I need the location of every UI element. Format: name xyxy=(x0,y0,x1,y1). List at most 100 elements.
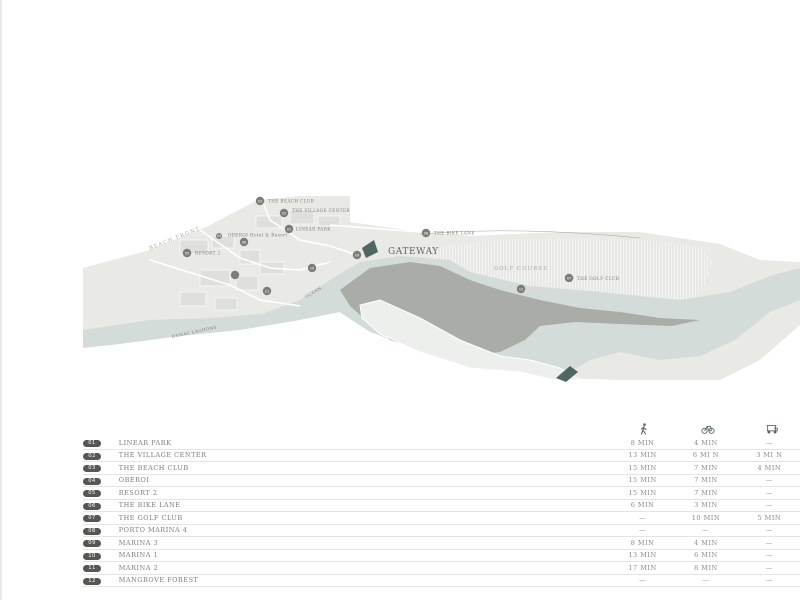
cart-time: — xyxy=(737,561,800,575)
table-row[interactable]: 05 RESORT 2 15 MIN 7 MIN — xyxy=(83,486,800,500)
walk-time: 8 MIN xyxy=(610,536,675,550)
map-pin-12[interactable]: 12 xyxy=(516,284,526,294)
table-row[interactable]: 08 PORTO MARINA 4 — — — xyxy=(83,524,800,537)
table-row[interactable]: 07 THE GOLF CLUB — 10 MIN 5 MIN xyxy=(83,511,800,525)
walk-time: 8 MIN xyxy=(610,437,675,450)
map-pin-06[interactable]: 06 THE BIKE LANE xyxy=(421,228,475,238)
map-pin-08[interactable]: 08 xyxy=(239,237,249,247)
walking-icon xyxy=(637,422,651,436)
walk-time: 15 MIN xyxy=(610,474,675,487)
row-number-badge: 03 xyxy=(83,465,101,473)
bike-time: 8 MIN xyxy=(674,561,738,575)
destination-name: THE BIKE LANE xyxy=(118,499,611,512)
bike-time: 7 MIN xyxy=(674,461,738,475)
destination-name: THE BEACH CLUB xyxy=(118,461,611,475)
bicycle-icon xyxy=(701,422,715,436)
pin-label: LINEAR PARK xyxy=(296,227,331,232)
cart-time: 5 MIN xyxy=(737,511,800,525)
map-pin-04[interactable]: 04 OBEROI Hotel & Resort xyxy=(216,233,288,240)
walk-time: 6 MIN xyxy=(610,499,675,512)
golf-course-label: GOLF COURSE xyxy=(494,266,548,272)
pin-number: 08 xyxy=(242,240,246,244)
left-edge-divider xyxy=(0,0,2,600)
bike-time: 4 MIN xyxy=(674,437,738,450)
destination-name: THE VILLAGE CENTER xyxy=(118,449,611,462)
table-row[interactable]: 04 OBEROI 15 MIN 7 MIN — xyxy=(83,474,800,487)
destination-name: THE GOLF CLUB xyxy=(118,511,611,525)
bike-time: 6 MIN xyxy=(674,549,738,562)
pin-number: 02 xyxy=(282,211,286,215)
walk-time: — xyxy=(610,511,675,525)
pin-number: 03 xyxy=(258,199,262,203)
golf-cart-icon xyxy=(765,422,779,436)
row-number-badge: 02 xyxy=(83,452,101,460)
row-number-badge: 06 xyxy=(83,502,101,510)
row-number-badge: 05 xyxy=(83,490,101,498)
destination-name: MANGROVE FOREST xyxy=(118,574,611,587)
gateway-marker xyxy=(362,240,378,258)
bike-time: 7 MIN xyxy=(674,474,738,487)
cart-time: — xyxy=(737,536,800,550)
row-number-badge: 10 xyxy=(83,552,101,560)
mangrove-forest-label: MANGROVE FOREST xyxy=(450,312,526,318)
distance-legend-table: 01 LINEAR PARK 8 MIN 4 MIN — 02 THE VILL… xyxy=(83,437,800,587)
cart-time: 4 MIN xyxy=(737,461,800,475)
cart-time: — xyxy=(737,524,800,537)
map-pin-01[interactable]: 01 LINEAR PARK xyxy=(284,224,331,234)
bike-time: 3 MIN xyxy=(674,499,738,512)
pin-label: THE GOLF CLUB xyxy=(577,276,619,281)
site-map: GATEWAY BEACH FRONT MANGROVE FOREST GOLF… xyxy=(83,194,800,382)
pin-number: 10 xyxy=(310,266,314,270)
cart-time: — xyxy=(737,437,800,450)
pin-label: OBEROI Hotel & Resort xyxy=(228,233,288,238)
map-pin-10[interactable]: 10 xyxy=(307,263,317,273)
map-pin-03[interactable]: 03 THE BEACH CLUB xyxy=(255,196,314,206)
cart-time: — xyxy=(737,549,800,562)
lagoon-island xyxy=(359,299,582,381)
table-row[interactable]: 03 THE BEACH CLUB 15 MIN 7 MIN 4 MIN xyxy=(83,461,800,475)
bike-time: 7 MIN xyxy=(674,486,738,500)
cart-time: 3 MI N xyxy=(737,449,800,462)
cart-time: — xyxy=(737,499,800,512)
map-pin-11[interactable]: 11 xyxy=(262,286,272,296)
bike-time: 10 MIN xyxy=(674,511,738,525)
walk-time: 13 MIN xyxy=(610,449,675,462)
pin-number: 01 xyxy=(287,227,291,231)
cart-time: — xyxy=(737,474,800,487)
table-row[interactable]: 06 THE BIKE LANE 6 MIN 3 MIN — xyxy=(83,499,800,512)
pin-number: 11 xyxy=(265,289,269,293)
destination-name: RESORT 2 xyxy=(118,486,611,500)
pin-number: 09 xyxy=(355,253,359,257)
pin-label: RESORT 2 xyxy=(195,251,221,256)
table-row[interactable]: 12 MANGROVE FOREST — — — xyxy=(83,574,800,587)
table-row[interactable]: 02 THE VILLAGE CENTER 13 MIN 6 MI N 3 MI… xyxy=(83,449,800,462)
map-pin-07[interactable]: 07 THE GOLF CLUB xyxy=(564,273,619,283)
destination-name: MARINA 2 xyxy=(118,561,611,575)
bike-lane-path xyxy=(419,230,641,239)
row-number-badge: 01 xyxy=(83,440,101,448)
row-number-badge: 08 xyxy=(83,527,101,535)
pin-number: 07 xyxy=(567,276,571,280)
table-row[interactable]: 10 MARINA 1 13 MIN 6 MIN — xyxy=(83,549,800,562)
table-row[interactable]: 09 MARINA 3 8 MIN 4 MIN — xyxy=(83,536,800,550)
table-row[interactable]: 11 MARINA 2 17 MIN 8 MIN — xyxy=(83,561,800,575)
pin-label: THE VILLAGE CENTER xyxy=(292,208,350,213)
row-number-badge: 11 xyxy=(83,565,101,573)
pin-number: 06 xyxy=(424,231,428,235)
map-pin-09[interactable]: 09 xyxy=(352,250,362,260)
destination-name: PORTO MARINA 4 xyxy=(118,524,611,537)
destination-name: MARINA 1 xyxy=(118,549,611,562)
destination-name: LINEAR PARK xyxy=(118,437,611,450)
bike-time: 4 MIN xyxy=(674,536,738,550)
bike-time: — xyxy=(674,574,738,587)
map-pin-05[interactable]: 05 RESORT 2 xyxy=(182,248,221,258)
pin-label: THE BEACH CLUB xyxy=(268,199,314,204)
bike-time: — xyxy=(674,524,738,537)
cart-time: — xyxy=(737,486,800,500)
destination-name: OBEROI xyxy=(118,474,611,487)
walk-time: — xyxy=(610,524,675,537)
pin-number: 04 xyxy=(217,234,221,238)
table-row[interactable]: 01 LINEAR PARK 8 MIN 4 MIN — xyxy=(83,437,800,450)
cart-time: — xyxy=(737,574,800,587)
map-pin-02[interactable]: 02 THE VILLAGE CENTER xyxy=(279,208,351,218)
